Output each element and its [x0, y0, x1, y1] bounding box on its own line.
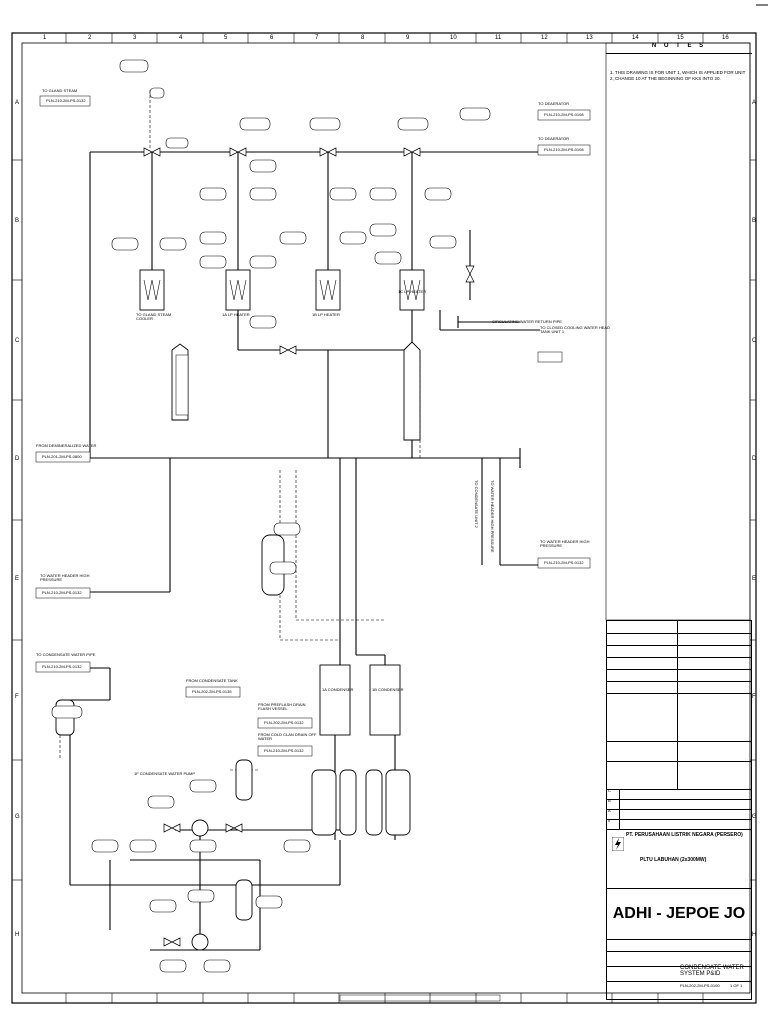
grid-col-label: 1 — [43, 35, 47, 41]
lightning-icon — [611, 836, 625, 852]
grid-row-label: C — [752, 338, 757, 344]
label-to-deaerator: TO DEAERATOR — [538, 136, 570, 141]
label-condenser-b: 1B CONDENSER — [372, 687, 404, 692]
grid-col-label: 14 — [632, 35, 639, 41]
grid-row-label: B — [752, 218, 757, 224]
title-block — [606, 620, 752, 1000]
grid-col-label: 12 — [541, 35, 548, 41]
grid-row-label: H — [752, 932, 757, 938]
label-to-condenser-unit2: TO CONDENSATE UNIT 2 — [474, 480, 479, 528]
grid-row-label: D — [15, 456, 20, 462]
pipe-ref: PLN-202-2M-PS-0132 — [264, 720, 304, 725]
label-to-water-header: TO WATER HEADER HIGH PRESSURE — [540, 539, 590, 548]
grid-col-label: 15 — [677, 35, 684, 41]
label-from-condensate-tank: FROM CONDENSATE TANK — [186, 678, 238, 683]
grid-col-label: 5 — [224, 35, 228, 41]
grid-row-label: E — [752, 576, 757, 582]
contractor-name: ADHI - JEPOE JO — [606, 888, 752, 940]
grid-col-label: 8 — [361, 35, 365, 41]
pipe-ref: PLN-210-2M-PS-0108 — [544, 112, 584, 117]
label-to-condensate-pipe: TO CONDENSATE WATER PIPE — [36, 652, 96, 657]
rev-row: B — [608, 798, 611, 803]
sheet-number: 1 OF 1 — [730, 983, 743, 988]
company-name: PT. PERUSAHAAN LISTRIK NEGARA (PERSERO) — [626, 832, 743, 838]
pipe-ref: PLN-210-2M-PS-0108 — [544, 147, 584, 152]
label-lp-heater: 1A LP HEATER — [222, 312, 250, 317]
grid-row-label: D — [752, 456, 757, 462]
label-to-water-header: TO WATER HEADER HIGH PRESSURE — [490, 480, 495, 553]
grid-row-label: G — [15, 814, 20, 820]
pipe-ref: PLN-202-2M-PS-0135 — [192, 689, 232, 694]
notes-header: N O T E S — [606, 43, 752, 54]
note-item: 1. THIS DRAWING IS FOR UNIT 1, WHICH IS … — [610, 70, 746, 81]
label-condensate-pump: 1F CONDENSATE WATER PUMP — [134, 771, 196, 776]
label-gland-cooler: TO GLAND STEAM COOLER — [136, 312, 172, 321]
grid-row-label: F — [15, 694, 19, 700]
grid-row-label: G — [752, 814, 757, 820]
label-from-cold-drain: FROM COLD CLAN DRAIN OFF WATER — [258, 732, 317, 741]
grid-col-label: 3 — [133, 35, 137, 41]
label-lp-heater: 1C LP HEATER — [398, 289, 427, 294]
grid-col-label: 6 — [270, 35, 274, 41]
grid-row-label: C — [15, 338, 20, 344]
drawing-title: CONDENSATE WATER SYSTEM P&ID — [680, 965, 744, 977]
label-to-closed-cooling: TO CLOSED COOLING WATER HEAD TANK UNIT 1 — [540, 325, 610, 334]
pipe-ref: PLN-201-2M-PS-0800 — [42, 454, 82, 459]
label-to-water-header: TO WATER HEADER HIGH PRESSURE — [40, 573, 90, 582]
pln-logo — [611, 836, 625, 852]
label-condenser-a: 1A CONDENSER — [322, 687, 354, 692]
pipe-ref: PLN-210-2M-PS-0132 — [544, 560, 584, 565]
label-to-gland-steam: TO GLAND STEAM — [42, 88, 78, 93]
grid-col-label: 16 — [722, 35, 729, 41]
label-from-demin: FROM DEMINERALIZED WATER — [36, 443, 97, 448]
grid-col-label: 2 — [88, 35, 92, 41]
rev-row: A — [608, 808, 611, 813]
grid-row-label: B — [15, 218, 20, 224]
pipe-ref: PLN-210-2M-PS-0132 — [42, 590, 82, 595]
heater-group — [139, 269, 425, 311]
grid-row-label: A — [752, 100, 757, 106]
label-circ-water: CIRCULATING WATER RETURN PIPE — [492, 319, 562, 324]
label-from-preflash: FROM PREFLASH DRAIN FLASH VESSEL — [258, 702, 306, 711]
rev-row: C — [608, 788, 611, 793]
label-lp-heater: 1B LP HEATER — [312, 312, 340, 317]
grid-row-label: E — [15, 576, 20, 582]
pipe-ref: PLN-210-2M-PS-0132 — [42, 664, 82, 669]
grid-col-label: 7 — [315, 35, 319, 41]
grid-col-label: 4 — [179, 35, 183, 41]
pipe-ref: PLN-210-2M-PS-0132 — [46, 98, 86, 103]
grid-col-label: 9 — [406, 35, 410, 41]
grid-col-label: 13 — [586, 35, 593, 41]
pipe-ref: PLN-210-2M-PS-0132 — [264, 748, 304, 753]
label-to-deaerator: TO DEAERATOR — [538, 101, 570, 106]
grid-col-label: 10 — [450, 35, 457, 41]
grid-row-label: F — [752, 694, 756, 700]
plant-name: PLTU LABUHAN (2x300MW) — [640, 857, 707, 863]
grid-row-label: A — [15, 100, 20, 106]
grid-col-label: 11 — [495, 35, 502, 41]
drawing-number: PLN-202-2M-PS-0100 — [680, 983, 720, 988]
rev-row: 0 — [608, 818, 611, 823]
grid-row-label: H — [15, 932, 20, 938]
